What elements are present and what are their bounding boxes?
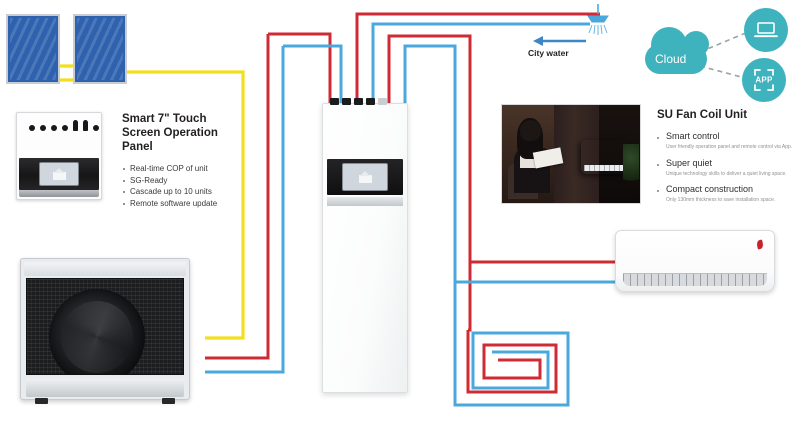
laptop-icon xyxy=(754,22,778,38)
brand-logo xyxy=(756,239,764,250)
cold-water-pipe xyxy=(205,22,615,407)
cloud-label: Cloud xyxy=(655,52,687,66)
pv-panel-left xyxy=(6,14,60,84)
panel-callout-bullets: Real-time COP of unit SG-Ready Cascade u… xyxy=(122,163,250,209)
city-water-label: City water xyxy=(528,48,569,58)
unit-base xyxy=(19,190,99,197)
pv-panel-right xyxy=(73,14,127,84)
heat-pump-outdoor-unit xyxy=(20,258,190,404)
tank-screen[interactable] xyxy=(342,163,388,191)
fancoil-callout: SU Fan Coil Unit Smart control User frie… xyxy=(657,108,793,211)
feature-name: Super quiet xyxy=(666,157,713,168)
odu-grille xyxy=(26,278,184,375)
list-item: Smart control User friendly operation pa… xyxy=(657,131,793,151)
panel-callout: Smart 7" Touch Screen Operation Panel Re… xyxy=(122,112,250,209)
house-icon xyxy=(358,170,372,183)
city-water-arrow xyxy=(533,36,586,46)
laptop-node[interactable] xyxy=(744,8,788,52)
panel-callout-title-1: Smart 7" Touch xyxy=(122,113,207,125)
list-item: Cascade up to 10 units xyxy=(122,186,250,198)
app-node[interactable]: APP xyxy=(742,58,786,102)
odu-leg xyxy=(35,398,48,404)
connector-row xyxy=(29,120,99,131)
tank-port-row xyxy=(330,98,387,105)
hot-water-pipe xyxy=(205,12,615,394)
control-face xyxy=(19,158,99,190)
app-label: APP xyxy=(755,75,773,85)
tank-control-face xyxy=(327,159,403,195)
indoor-hydro-tank-unit xyxy=(322,98,408,393)
cloud-block: Cloud xyxy=(645,27,709,74)
pv-cells xyxy=(10,18,56,80)
house-icon xyxy=(52,167,66,180)
wall-control-unit xyxy=(16,112,102,200)
cloud-links xyxy=(699,31,749,79)
fancoil-feature-list: Smart control User friendly operation pa… xyxy=(657,131,793,204)
feature-name: Smart control xyxy=(666,131,720,141)
tank-base-strip xyxy=(327,197,403,206)
feature-name: Compact construction xyxy=(666,184,754,194)
list-item: Compact construction Only 130mm thicknes… xyxy=(657,184,793,204)
app-icon xyxy=(754,69,774,91)
list-item: SG-Ready xyxy=(122,175,250,187)
wall-fan-coil-unit xyxy=(615,230,775,292)
feature-detail: Unique technology skills to deliver a qu… xyxy=(666,170,787,177)
fan-icon xyxy=(49,289,145,374)
pv-cells xyxy=(77,18,123,80)
feature-detail: Only 130mm thickness to save installatio… xyxy=(666,197,776,203)
lifestyle-photo-fan-coil xyxy=(501,104,641,204)
cloud-icon xyxy=(645,27,709,74)
odu-leg xyxy=(162,398,175,404)
control-screen[interactable] xyxy=(39,162,79,186)
brand-mark-icon xyxy=(756,239,764,250)
panel-callout-title-2: Screen Operation Panel xyxy=(122,127,218,153)
odu-top-cover xyxy=(24,262,186,276)
photo-person-head xyxy=(519,119,541,142)
photo-fan-coil xyxy=(581,140,628,173)
fancoil-callout-title: SU Fan Coil Unit xyxy=(657,109,748,121)
list-item: Remote software update xyxy=(122,198,250,210)
shower-head-icon xyxy=(587,4,609,35)
list-item: Real-time COP of unit xyxy=(122,163,250,175)
fan-coil-vent xyxy=(623,273,767,286)
photo-plant xyxy=(623,144,639,190)
list-item: Super quiet Unique technology skills to … xyxy=(657,158,793,178)
feature-detail: User friendly operation panel and remote… xyxy=(666,144,793,150)
odu-base xyxy=(26,379,184,397)
